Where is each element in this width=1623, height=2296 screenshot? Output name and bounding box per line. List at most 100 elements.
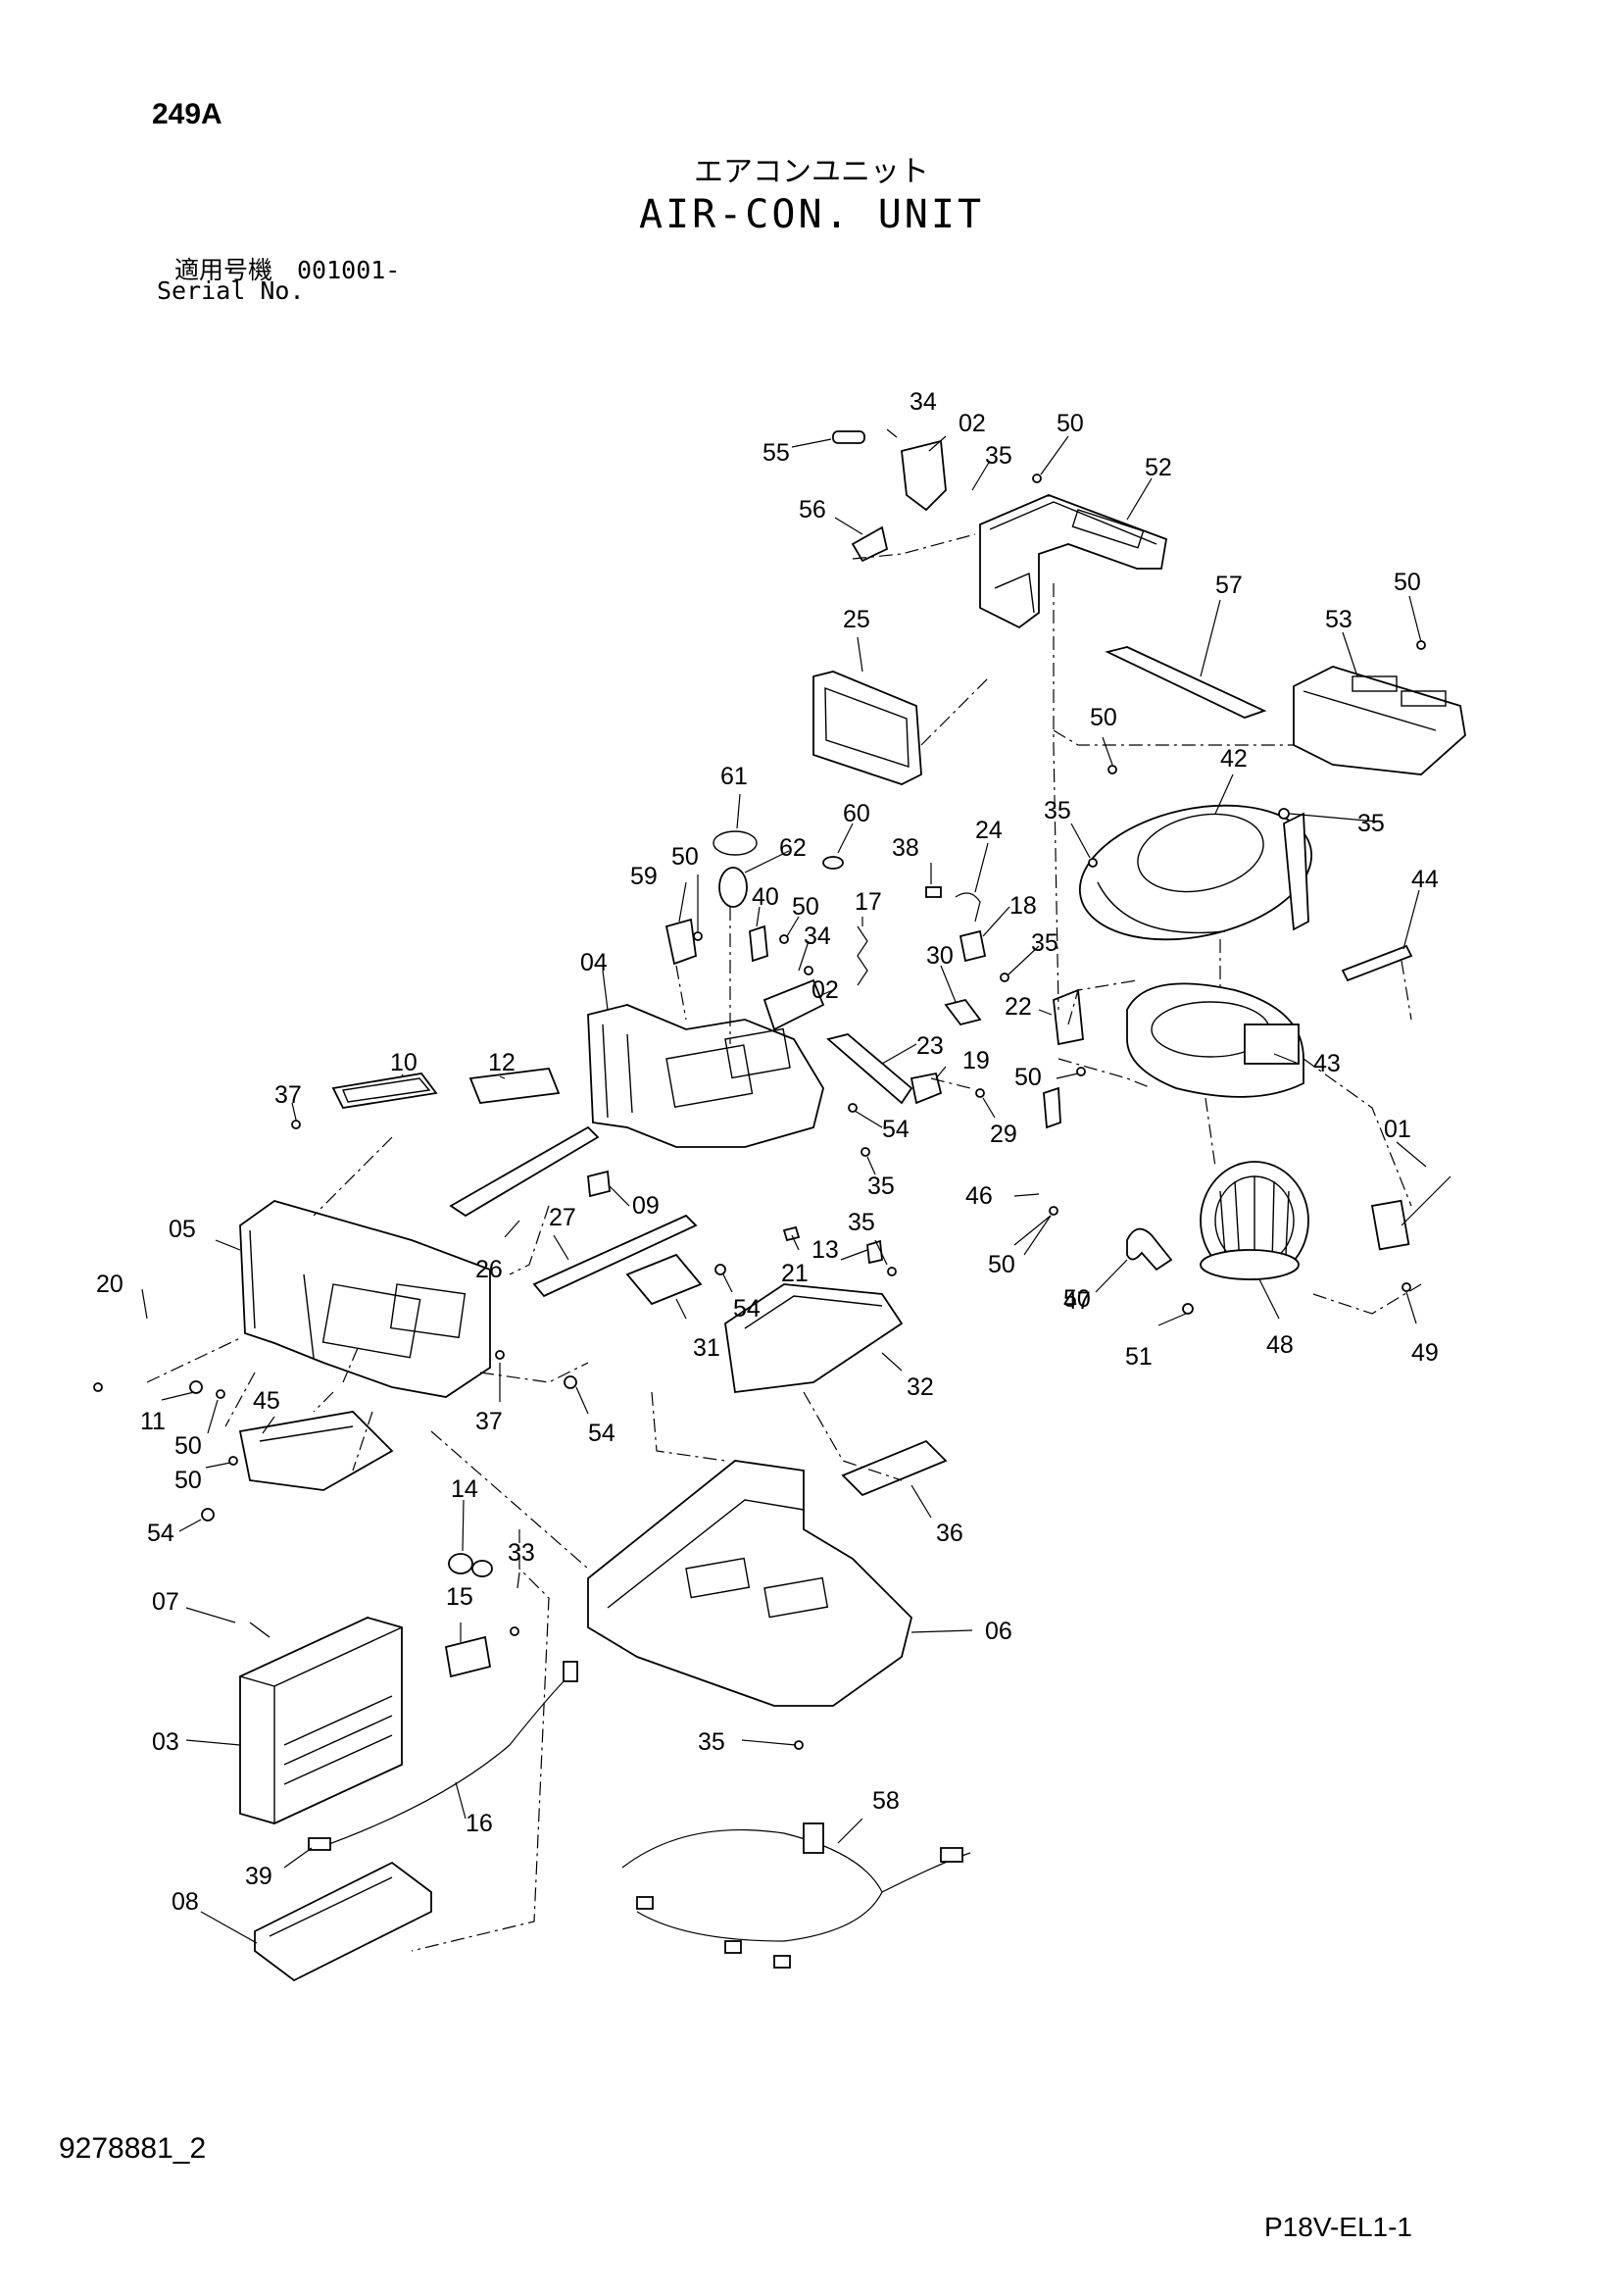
callout-49: 49	[1411, 1339, 1439, 1367]
callout-54: 54	[147, 1520, 174, 1547]
blower-case-lower-43	[1126, 982, 1304, 1098]
clip-56	[851, 525, 889, 563]
callout-15: 15	[446, 1583, 473, 1611]
callout-16: 16	[466, 1810, 493, 1837]
seal-10	[331, 1073, 438, 1109]
heater-core-03	[239, 1617, 403, 1824]
cover-45	[238, 1411, 394, 1491]
callout-08: 08	[172, 1888, 199, 1916]
callout-50: 50	[174, 1467, 202, 1494]
sheet-code: P18V-EL1-1	[1264, 2212, 1412, 2242]
harness-58	[621, 1822, 971, 1969]
bracket-22	[1053, 988, 1084, 1046]
band-61	[713, 830, 758, 856]
seal-07	[249, 1622, 270, 1638]
callout-36: 36	[936, 1520, 963, 1547]
callout-37: 37	[274, 1081, 302, 1109]
callout-50: 50	[1090, 704, 1117, 731]
callout-35: 35	[1031, 929, 1058, 957]
clip-55	[832, 430, 865, 444]
assembly-center-lines	[146, 533, 1422, 1952]
callout-39: 39	[245, 1863, 272, 1890]
callout-29: 29	[990, 1121, 1017, 1148]
serial-label-english: Serial No.	[157, 276, 305, 305]
sensor-62	[718, 867, 748, 908]
callout-50: 50	[792, 893, 819, 921]
callout-17: 17	[855, 888, 882, 916]
callout-21: 21	[781, 1260, 809, 1287]
title-english: AIR-CON. UNIT	[638, 192, 985, 237]
duct-upper-52	[979, 494, 1168, 629]
callout-40: 40	[752, 883, 779, 911]
callout-54: 54	[733, 1295, 761, 1323]
filter-strip-57	[1105, 646, 1267, 719]
callout-35: 35	[1044, 797, 1071, 824]
strip-26	[449, 1125, 600, 1218]
filter-36	[841, 1439, 948, 1497]
callout-14: 14	[451, 1475, 478, 1503]
connector-14	[448, 1553, 493, 1577]
callout-31: 31	[693, 1334, 720, 1362]
callout-05: 05	[169, 1216, 196, 1243]
callout-26: 26	[475, 1256, 503, 1283]
bracket-40	[749, 924, 768, 963]
callout-34: 34	[910, 388, 937, 416]
leader-lines	[141, 428, 1427, 1944]
callout-24: 24	[975, 817, 1003, 844]
callout-35: 35	[867, 1173, 895, 1200]
callout-numbers: 34 02 55 35 50 52 56 57 50 53 25 50 42 3…	[96, 388, 1439, 1916]
callout-54: 54	[588, 1420, 615, 1447]
blower-fan-48	[1200, 1161, 1309, 1280]
filter-31	[625, 1253, 703, 1306]
callout-53: 53	[1325, 606, 1352, 633]
callout-51: 51	[1125, 1343, 1153, 1371]
cover-plate-02-upper	[901, 439, 947, 512]
clip-38	[925, 886, 942, 898]
cover-plate-02-middle	[762, 978, 825, 1031]
callout-48: 48	[1266, 1331, 1294, 1359]
callout-56: 56	[799, 496, 826, 524]
callout-50: 50	[1063, 1285, 1091, 1313]
tray-08	[254, 1861, 432, 1982]
callout-25: 25	[843, 606, 870, 633]
bracket-46	[1043, 1086, 1061, 1129]
callout-19: 19	[962, 1047, 990, 1074]
callout-50: 50	[1014, 1064, 1042, 1091]
callout-58: 58	[872, 1787, 900, 1815]
callout-20: 20	[96, 1271, 123, 1298]
clip-09	[587, 1170, 611, 1198]
callout-37: 37	[475, 1408, 503, 1435]
spring-17	[857, 925, 868, 986]
resistor-01	[1370, 1175, 1451, 1251]
callout-50: 50	[671, 843, 699, 871]
evaporator-case-05	[239, 1200, 491, 1398]
callout-50: 50	[1057, 410, 1084, 437]
callout-45: 45	[253, 1387, 280, 1415]
switch-15	[444, 1635, 492, 1678]
callout-30: 30	[926, 942, 954, 970]
callout-06: 06	[985, 1618, 1012, 1645]
link-24	[955, 892, 981, 923]
callout-18: 18	[1009, 892, 1037, 920]
callout-35: 35	[698, 1728, 725, 1756]
callout-55: 55	[762, 439, 790, 467]
fasteners	[93, 474, 1426, 1750]
callout-12: 12	[488, 1049, 516, 1076]
callout-22: 22	[1005, 993, 1032, 1021]
clip-39	[308, 1837, 331, 1851]
callout-02: 02	[959, 410, 986, 437]
callout-11: 11	[140, 1408, 166, 1435]
callout-54: 54	[882, 1116, 910, 1143]
pad-30	[944, 998, 982, 1026]
callout-57: 57	[1215, 572, 1243, 599]
spacer-21	[782, 1225, 801, 1242]
lower-case-06	[587, 1460, 912, 1707]
page-code: 249A	[152, 98, 222, 130]
serial-label-japanese: 適用号機 001001-	[174, 256, 401, 284]
duct-23	[826, 1033, 913, 1105]
actuator-59	[664, 918, 697, 966]
callout-34: 34	[804, 923, 831, 950]
callout-43: 43	[1313, 1050, 1341, 1077]
callout-50: 50	[174, 1432, 202, 1460]
